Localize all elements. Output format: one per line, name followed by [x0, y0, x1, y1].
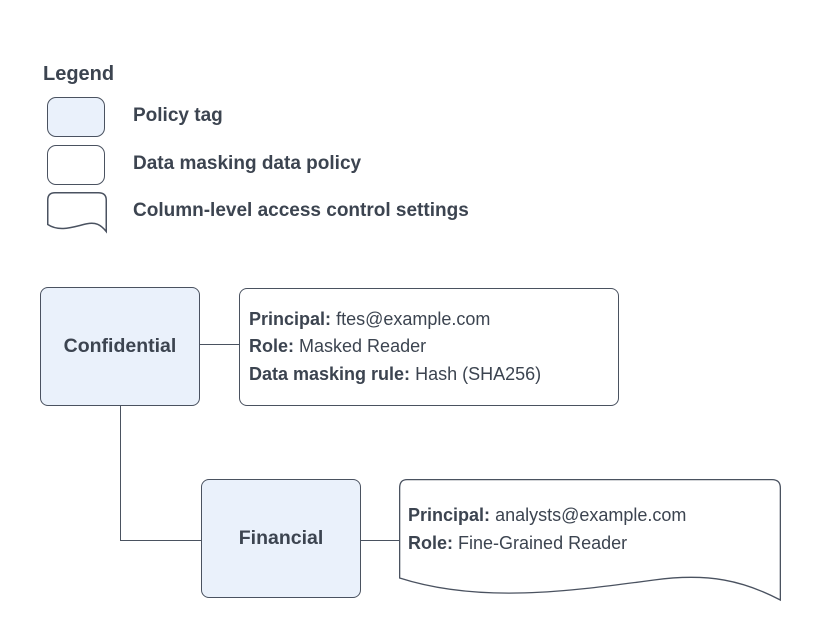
masking-policy-rule-line: Data masking rule:Hash (SHA256)	[249, 361, 618, 389]
column-access-principal-line: Principal:analysts@example.com	[408, 501, 686, 529]
principal-value: ftes@example.com	[336, 308, 491, 329]
data-masking-rule-label: Data masking rule:	[249, 363, 411, 384]
column-access-role-line: Role:Fine-Grained Reader	[408, 529, 686, 557]
role-value: Masked Reader	[299, 336, 427, 357]
policy-tag-swatch-icon	[47, 97, 105, 137]
data-masking-rule-value: Hash (SHA256)	[415, 363, 542, 384]
column-access-settings-node: Principal:analysts@example.com Role:Fine…	[408, 501, 686, 557]
edge-confidential-to-masking-policy	[200, 344, 240, 345]
edge-financial-to-column-access	[361, 540, 399, 541]
role-value: Fine-Grained Reader	[458, 533, 628, 553]
principal-label: Principal:	[408, 505, 491, 525]
legend-label-column-access-settings: Column-level access control settings	[133, 200, 469, 221]
policy-tag-confidential: Confidential	[40, 287, 200, 406]
column-access-settings-swatch-icon	[47, 192, 107, 234]
role-label: Role:	[249, 336, 294, 357]
masking-policy-role-line: Role:Masked Reader	[249, 333, 618, 361]
legend-title: Legend	[43, 63, 115, 85]
edge-confidential-to-financial-vertical	[120, 406, 121, 541]
policy-tag-confidential-label: Confidential	[63, 335, 177, 357]
edge-confidential-to-financial-horizontal	[120, 540, 202, 541]
legend-label-policy-tag: Policy tag	[133, 105, 223, 126]
legend-label-data-masking-policy: Data masking data policy	[133, 153, 362, 174]
column-access-settings-shape	[399, 479, 781, 602]
principal-value: analysts@example.com	[495, 505, 687, 525]
principal-label: Principal:	[249, 308, 332, 329]
data-masking-policy-swatch-icon	[47, 145, 105, 185]
policy-tag-financial: Financial	[201, 479, 361, 598]
data-masking-policy-node: Principal:ftes@example.com Role:Masked R…	[239, 288, 619, 406]
role-label: Role:	[408, 533, 453, 553]
policy-tag-financial-label: Financial	[238, 527, 324, 549]
masking-policy-principal-line: Principal:ftes@example.com	[249, 306, 618, 334]
